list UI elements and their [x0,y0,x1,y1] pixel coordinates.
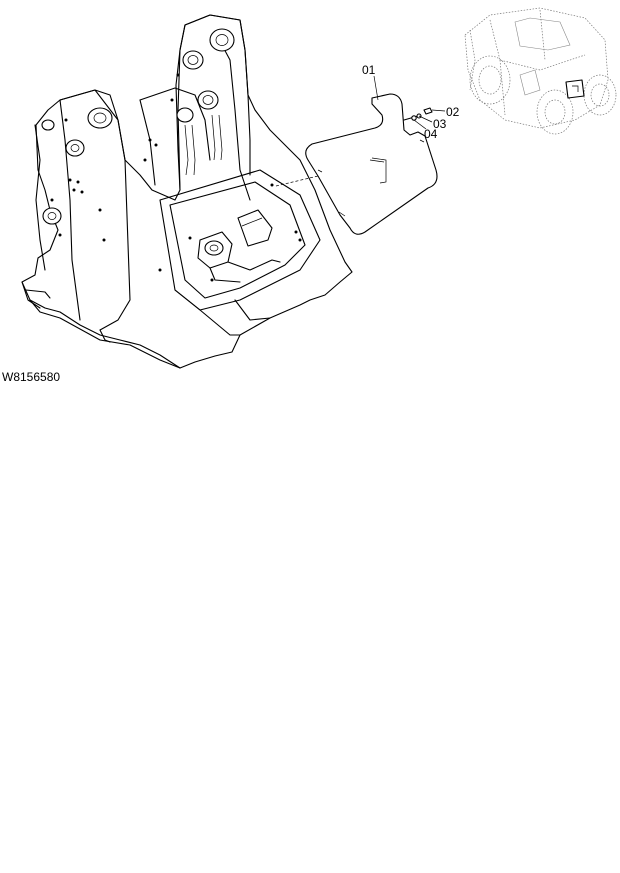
locator-thumbnail [464,7,617,135]
callout-01: 01 [362,63,376,77]
callout-02: 02 [446,105,460,119]
callout-04: 04 [424,127,438,141]
bolt-dots [50,73,302,282]
callout-03: 03 [433,117,447,131]
fasteners [403,107,433,121]
cover-plate [305,93,438,235]
loader-frame [21,14,353,369]
drawing-number: W8156580 [2,370,60,384]
